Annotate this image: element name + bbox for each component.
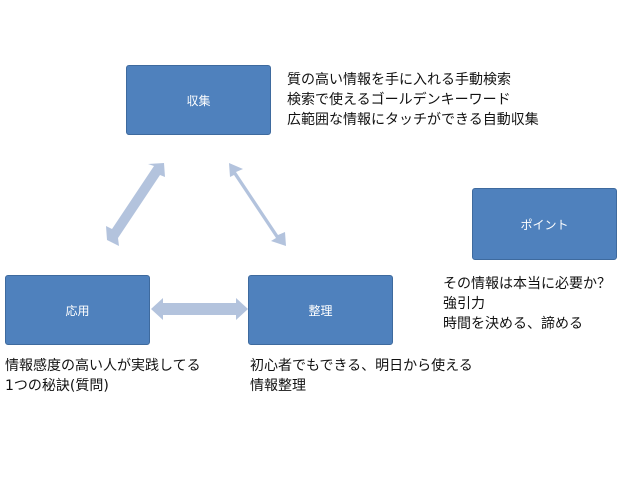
- collect-note-line: 広範囲な情報にタッチができる自動収集: [287, 112, 539, 128]
- apply-note-line: 情報感度の高い人が実践してる: [5, 358, 201, 374]
- collect-box: 収集: [126, 65, 271, 135]
- organize-box: 整理: [248, 275, 393, 345]
- organize-note-line: 情報整理: [250, 378, 306, 394]
- organize-label: 整理: [308, 303, 333, 318]
- point-label: ポイント: [520, 217, 569, 232]
- arrow-apply-organize: [151, 298, 248, 320]
- point-note-line: 時間を決める、諦める: [443, 316, 583, 332]
- collect-note: 質の高い情報を手に入れる手動検索 検索で使えるゴールデンキーワード 広範囲な情報…: [287, 70, 539, 130]
- organize-note-line: 初心者でもできる、明日から使える: [250, 358, 473, 374]
- collect-note-line: 質の高い情報を手に入れる手動検索: [287, 72, 511, 88]
- arrow-collect-apply: [106, 163, 165, 246]
- collect-note-line: 検索で使えるゴールデンキーワード: [287, 92, 511, 108]
- point-note: その情報は本当に必要か？ 強引力 時間を決める、諦める: [443, 274, 611, 334]
- apply-note-line: 1つの秘訣(質問): [5, 378, 109, 394]
- point-box: ポイント: [472, 188, 617, 260]
- point-note-line: 強引力: [443, 296, 485, 312]
- arrow-collect-organize: [229, 163, 286, 246]
- collect-label: 収集: [186, 93, 211, 108]
- organize-note: 初心者でもできる、明日から使える 情報整理: [250, 356, 473, 396]
- apply-box: 応用: [5, 275, 150, 345]
- point-note-line: その情報は本当に必要か？: [443, 276, 611, 292]
- apply-note: 情報感度の高い人が実践してる 1つの秘訣(質問): [5, 356, 201, 396]
- apply-label: 応用: [65, 303, 90, 318]
